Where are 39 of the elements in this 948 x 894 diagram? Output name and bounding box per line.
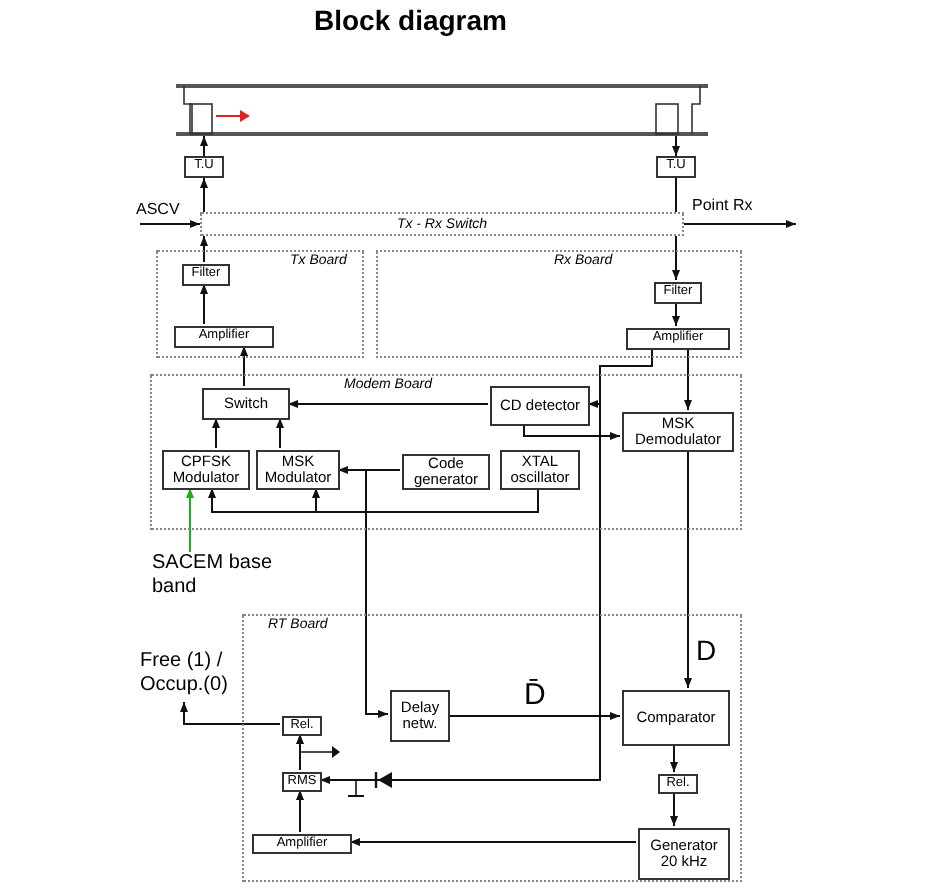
arrow: [349, 838, 637, 846]
arrow: [276, 417, 284, 449]
arrow: [683, 220, 797, 228]
arrow: [296, 733, 304, 771]
arrow: [672, 301, 680, 327]
input-label: SACEM base band: [152, 552, 275, 600]
arrow: [684, 347, 692, 411]
arrow: [670, 791, 678, 827]
arrow: [287, 400, 489, 408]
arrow: [670, 743, 678, 773]
board-frame: [156, 250, 364, 358]
arrow: [365, 469, 401, 718]
switch-band: [200, 212, 684, 236]
board-frame: [242, 614, 742, 882]
input-label: Free (1) / Occup.(0): [140, 650, 230, 698]
arrow: [684, 449, 692, 689]
arrow: [139, 220, 201, 228]
arrow: [212, 417, 220, 449]
track-rails-drawing: [176, 84, 708, 136]
arrow: [296, 789, 304, 833]
edge-label: Point Rx: [692, 198, 753, 214]
edge-label: D̄: [524, 680, 546, 710]
arrow: [200, 235, 208, 263]
arrow: [200, 177, 208, 213]
diagram-title: Block diagram: [314, 2, 507, 38]
arrow: [672, 235, 680, 281]
edge-label: ASCV: [136, 202, 180, 218]
edge-label: D: [696, 636, 717, 664]
arrow: [240, 345, 248, 387]
board-frame: [376, 250, 742, 358]
board-frame: [150, 374, 742, 530]
arrow: [312, 487, 539, 513]
arrow: [200, 135, 208, 157]
arrow: [523, 423, 621, 440]
arrow: [672, 135, 680, 157]
arrow: [186, 487, 194, 553]
arrow: [180, 701, 281, 725]
arrow: [447, 712, 621, 720]
arrow: [200, 283, 208, 325]
